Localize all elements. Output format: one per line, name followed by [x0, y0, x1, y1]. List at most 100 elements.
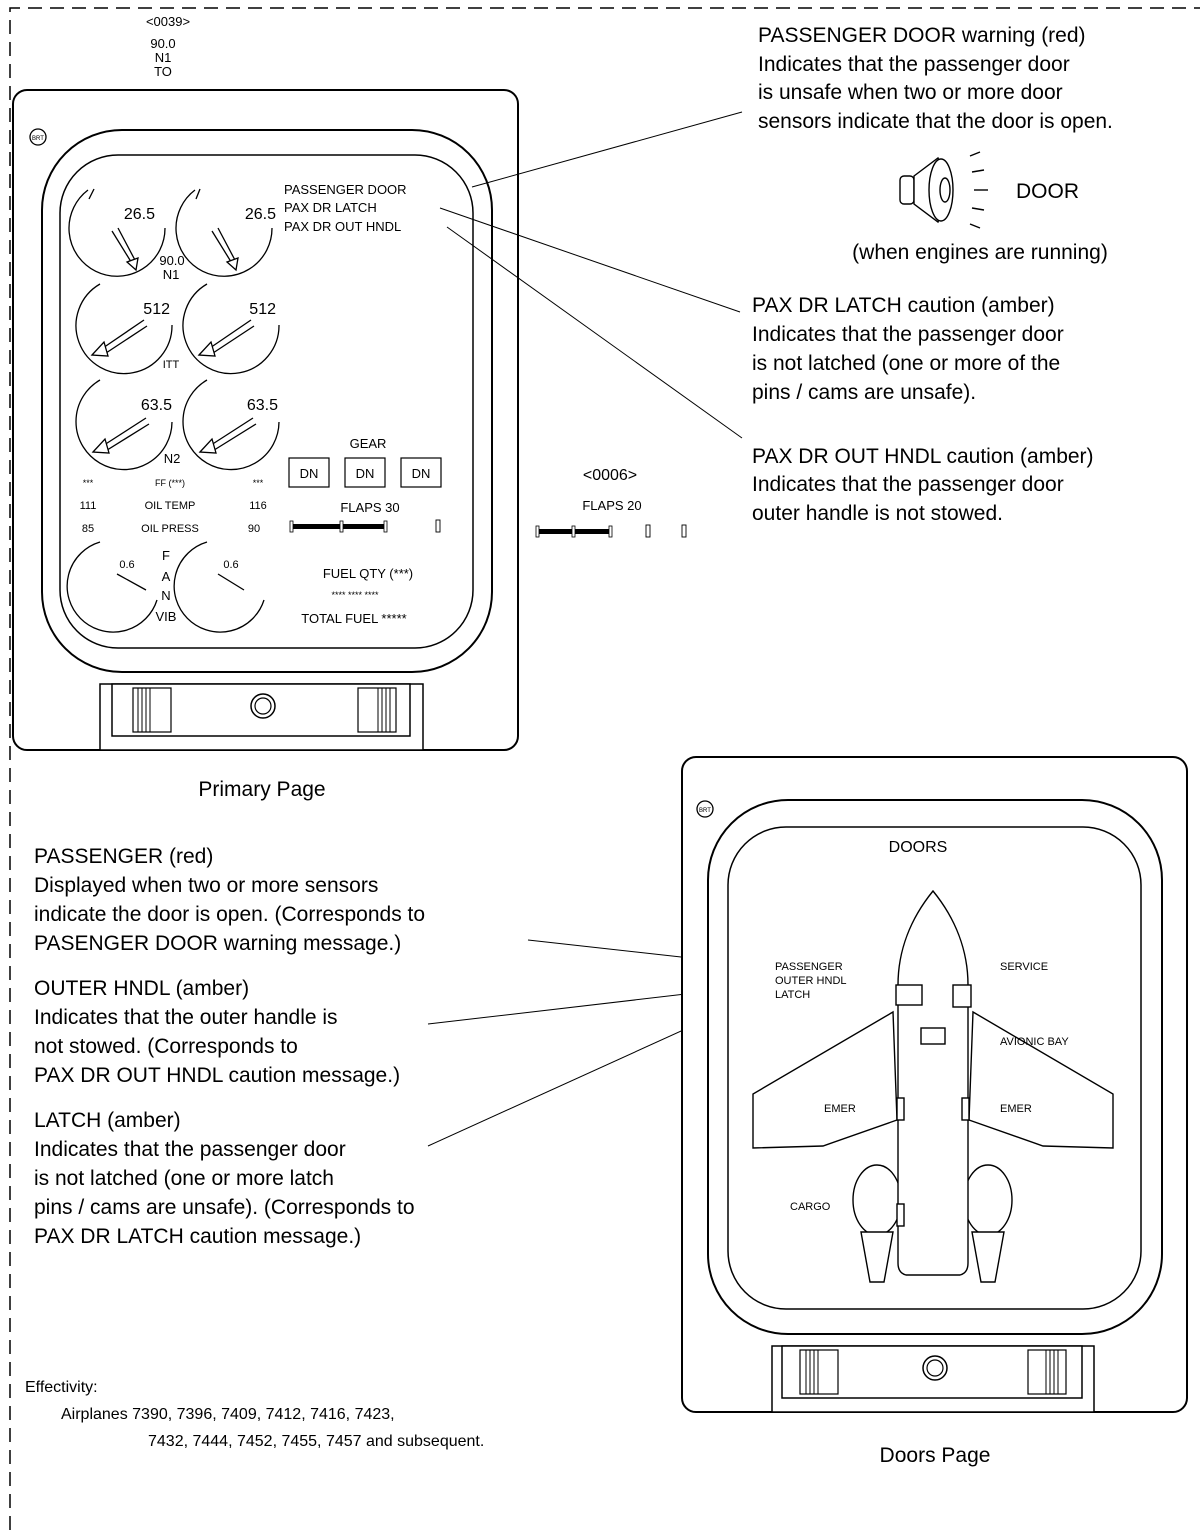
ff-right: ***	[253, 478, 264, 488]
passenger-callout-line-1: Displayed when two or more sensors	[34, 874, 378, 897]
n1-label: N1	[163, 267, 180, 282]
latch-caution-line-2: is not latched (one or more of the	[752, 352, 1060, 375]
flaps-inset-label: FLAPS 20	[582, 498, 641, 513]
vib-right-value: 0.6	[223, 559, 238, 571]
latch-caution-line-1: Indicates that the passenger door	[752, 323, 1064, 346]
total-fuel: TOTAL FUEL *****	[301, 611, 406, 626]
n2-left-value: 63.5	[141, 397, 172, 414]
left-slider-icon[interactable]	[132, 687, 172, 733]
n1-right-value: 26.5	[245, 206, 276, 223]
latch-callout-line-1: Indicates that the passenger door	[34, 1138, 346, 1161]
n1-left-gauge	[68, 189, 166, 277]
brt-label: BRT	[32, 136, 44, 142]
oil-temp-right: 116	[249, 500, 267, 512]
primary-page-caption: Primary Page	[198, 778, 325, 801]
n1-right-gauge	[175, 189, 273, 277]
oil-temp-label: OIL TEMP	[145, 500, 196, 512]
doors-emer-right-label: EMER	[1000, 1103, 1032, 1115]
latch-callout-line-2: is not latched (one or more latch	[34, 1167, 334, 1190]
n2-right-gauge	[182, 379, 280, 471]
primary-top-mode: TO	[154, 64, 172, 79]
hndl-caution-title: PAX DR OUT HNDL caution (amber)	[752, 445, 1094, 468]
itt-right-value: 512	[249, 301, 276, 318]
n1-left-value: 26.5	[124, 206, 155, 223]
fan-letter-f: F	[162, 548, 170, 563]
aural-door-label: DOOR	[1016, 180, 1079, 203]
effectivity-line-2: 7432, 7444, 7452, 7455, 7457 and subsequ…	[148, 1433, 484, 1450]
oil-press-left: 85	[82, 523, 94, 535]
door-warning-title: PASSENGER DOOR warning (red)	[758, 24, 1086, 47]
doors-passenger-label: PASSENGER	[775, 961, 843, 973]
primary-top-n1-value: 90.0	[150, 36, 175, 51]
brightness-knob-icon[interactable]	[29, 128, 47, 146]
passenger-callout-line-3: PASENGER DOOR warning message.)	[34, 932, 401, 955]
hndl-caution-line-1: Indicates that the passenger door	[752, 473, 1064, 496]
doors-right-slider-icon[interactable]	[1027, 1349, 1067, 1395]
gear-nose-box	[344, 457, 386, 488]
outer-hndl-callout-title: OUTER HNDL (amber)	[34, 977, 249, 1000]
latch-callout-line-3: pins / cams are unsafe). (Corresponds to	[34, 1196, 415, 1219]
fuel-qty-label: FUEL QTY (***)	[323, 566, 413, 581]
passenger-callout-title: PASSENGER (red)	[34, 845, 213, 868]
fan-letter-n: N	[161, 588, 170, 603]
doors-brightness-knob-icon[interactable]	[696, 800, 714, 818]
door-warning-line-3: sensors indicate that the door is open.	[758, 110, 1113, 133]
doors-center-knob-icon[interactable]	[922, 1355, 948, 1381]
oil-temp-left: 111	[80, 500, 97, 512]
effectivity-title: Effectivity:	[25, 1379, 98, 1396]
doors-cargo-label: CARGO	[790, 1201, 831, 1213]
outer-hndl-callout-line-3: PAX DR OUT HNDL caution message.)	[34, 1064, 400, 1087]
doors-latch-label: LATCH	[775, 989, 810, 1001]
n2-right-value: 63.5	[247, 397, 278, 414]
flaps-inset-indicator	[535, 524, 687, 538]
doors-brt-label: BRT	[699, 808, 711, 814]
msg-pax-dr-latch: PAX DR LATCH	[284, 200, 377, 215]
latch-caution-line-3: pins / cams are unsafe).	[752, 381, 976, 404]
outer-hndl-callout-line-1: Indicates that the outer handle is	[34, 1006, 338, 1029]
door-warning-line-2: is unsafe when two or more door	[758, 81, 1063, 104]
primary-display-unit: BRT	[12, 89, 519, 751]
itt-label: ITT	[163, 359, 180, 371]
doors-emer-left-label: EMER	[824, 1103, 856, 1115]
latch-caution-title: PAX DR LATCH caution (amber)	[752, 294, 1055, 317]
vib-label: VIB	[156, 609, 177, 624]
passenger-callout-line-2: indicate the door is open. (Corresponds …	[34, 903, 425, 926]
fan-letter-a: A	[162, 569, 171, 584]
doors-page-caption: Doors Page	[880, 1444, 991, 1467]
n1-target-value: 90.0	[159, 253, 184, 268]
center-knob-icon[interactable]	[250, 693, 276, 719]
gear-right-box	[400, 457, 442, 488]
doors-avionic-bay-label: AVIONIC BAY	[1000, 1036, 1069, 1048]
doors-left-slider-icon[interactable]	[799, 1349, 839, 1395]
effectivity-line-1: Airplanes 7390, 7396, 7409, 7412, 7416, …	[61, 1406, 395, 1423]
doors-service-label: SERVICE	[1000, 961, 1048, 973]
msg-pax-dr-out-hndl: PAX DR OUT HNDL	[284, 219, 401, 234]
vib-left-gauge	[66, 541, 158, 633]
gear-nose-value: DN	[356, 466, 375, 481]
vib-left-value: 0.6	[119, 559, 134, 571]
ff-left: ***	[83, 478, 94, 488]
outer-hndl-callout-line-2: not stowed. (Corresponds to	[34, 1035, 298, 1058]
doors-outer-hndl-label: OUTER HNDL	[775, 975, 847, 987]
itt-left-gauge	[75, 283, 173, 375]
dashed-border	[9, 7, 1200, 1530]
itt-right-gauge	[182, 283, 280, 375]
gear-right-value: DN	[412, 466, 431, 481]
n2-label: N2	[164, 451, 181, 466]
gear-left-box	[288, 457, 330, 488]
n2-left-gauge	[75, 379, 173, 471]
aural-note: (when engines are running)	[852, 241, 1108, 264]
ff-label: FF (***)	[155, 478, 185, 488]
flaps-indicator	[289, 519, 441, 533]
hndl-caution-line-2: outer handle is not stowed.	[752, 502, 1003, 525]
primary-top-n1-label: N1	[155, 50, 172, 65]
oil-press-right: 90	[248, 523, 260, 535]
fuel-qty-values: **** **** ****	[331, 590, 379, 600]
door-warning-line-1: Indicates that the passenger door	[758, 53, 1070, 76]
primary-top-marker: <0039>	[146, 14, 190, 29]
itt-left-value: 512	[143, 301, 170, 318]
right-slider-icon[interactable]	[357, 687, 397, 733]
latch-callout-line-4: PAX DR LATCH caution message.)	[34, 1225, 361, 1248]
gear-left-value: DN	[300, 466, 319, 481]
